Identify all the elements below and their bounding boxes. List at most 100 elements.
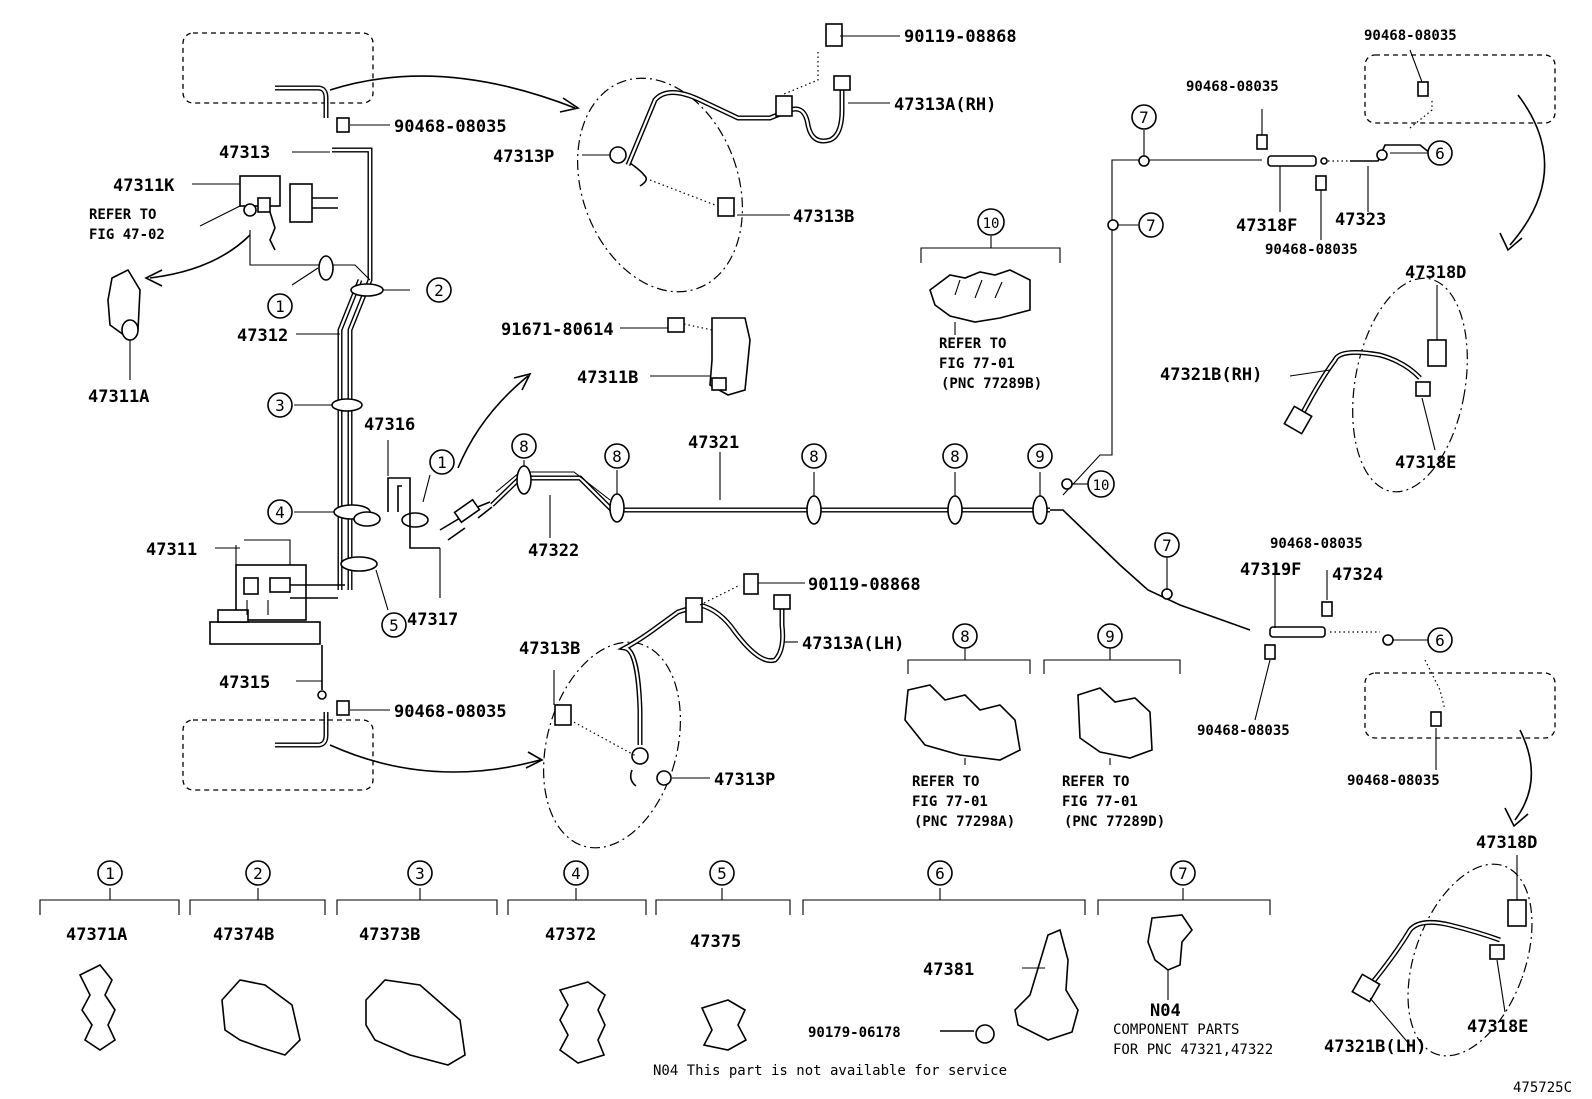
part-number-label: 47318E [1395,453,1456,473]
callout-number: 6 [1435,631,1445,650]
callout-number: 8 [960,627,970,646]
callout-number: 7 [1146,216,1156,235]
part-number-label: 90468-08035 [394,702,507,722]
callout-ring [429,449,455,475]
part-number-label: 90468-08035 [1197,723,1290,739]
part-number-label: 47313B [519,639,580,659]
part-number-label: 47313B [793,207,854,227]
refer-to-text: REFER TO [939,336,1006,352]
part-number-label: 47321B(RH) [1160,365,1262,385]
callout-ring [267,392,293,418]
refer-to-text: REFER TO [912,774,979,790]
part-number-label: 47318D [1476,833,1537,853]
part-number-label: 47311B [577,368,638,388]
part-number-label: 47371A [66,925,127,945]
part-number-label: 90468-08035 [1364,28,1457,44]
part-number-label: 90468-08035 [1270,536,1363,552]
part-number-label: 47373B [359,925,420,945]
callout-ring [97,860,123,886]
refer-to-text: (PNC 77298A) [914,814,1015,830]
part-number-label: 47311 [146,540,197,560]
refer-to-text: FIG 77-01 [939,356,1015,372]
part-number-label: 47313P [714,770,775,790]
callout-ring [1427,627,1453,653]
callout-ring [381,612,407,638]
part-number-label: 47311A [88,387,149,407]
part-number-label: 47375 [690,932,741,952]
callout-number: 3 [275,396,285,415]
callout-ring [426,277,452,303]
callout-ring [927,860,953,886]
part-number-label: 47318E [1467,1017,1528,1037]
callout-number: 10 [1093,478,1110,494]
callout-number: 9 [1105,627,1115,646]
callout-number: 4 [571,864,581,883]
callout-number: 7 [1178,864,1188,883]
callout-ring [977,208,1005,236]
callout-number: 8 [809,447,819,466]
part-number-label: 47321B(LH) [1324,1037,1426,1057]
callout-number: 8 [519,437,529,456]
callout-number: 4 [275,503,285,522]
callout-number: 3 [415,864,425,883]
callout-number: 1 [275,297,285,316]
part-number-label: 47313P [493,147,554,167]
part-number-label: 90468-08035 [394,117,507,137]
callout-number: 6 [1435,144,1445,163]
part-number-label: 47316 [364,415,415,435]
callout-number: 2 [434,281,444,300]
part-number-label: N04 [1150,1001,1181,1021]
callout-number: 6 [935,864,945,883]
callout-ring [1427,140,1453,166]
callout-ring [1097,623,1123,649]
callout-ring [1027,443,1053,469]
part-number-label: 47318F [1236,216,1297,236]
refer-to-text: FIG 47-02 [89,227,165,243]
part-number-label: 47313 [219,143,270,163]
figure-id: 475725C [1513,1080,1572,1096]
part-number-label: 90119-08868 [808,575,921,595]
callout-number: 8 [950,447,960,466]
part-number-label: 90468-08035 [1347,773,1440,789]
callout-number: 5 [717,864,727,883]
part-number-label: 47374B [213,925,274,945]
part-number-label: 47322 [528,541,579,561]
part-number-label: 90179-06178 [808,1025,901,1041]
callout-ring [942,443,968,469]
callout-ring [267,499,293,525]
callout-ring [1138,212,1164,238]
component-parts-note: COMPONENT PARTS [1113,1022,1239,1038]
callout-number: 10 [983,216,1000,232]
part-number-label: 47372 [545,925,596,945]
refer-to-text: FIG 77-01 [912,794,988,810]
callout-ring [604,443,630,469]
diagram-linework [39,23,1556,1066]
refer-to-text: REFER TO [1062,774,1129,790]
refer-to-text: FIG 77-01 [1062,794,1138,810]
part-number-label: 47313A(LH) [802,634,904,654]
callout-ring [709,860,735,886]
part-number-label: 47312 [237,326,288,346]
part-number-label: 47315 [219,673,270,693]
callout-ring [1154,532,1180,558]
part-number-label: 91671-80614 [501,320,614,340]
callout-ring [952,623,978,649]
part-number-label: 47381 [923,960,974,980]
callout-numbers: 1 2 3 4 5 1 8 8 8 8 9 10 10 7 7 6 7 6 8 … [105,108,1445,883]
callout-ring [1131,104,1157,130]
callout-ring [1087,470,1115,498]
refer-to-text: REFER TO [89,207,156,223]
callout-ring [245,860,271,886]
callout-number: 9 [1035,447,1045,466]
refer-to-text: (PNC 77289B) [941,376,1042,392]
callout-ring [267,293,293,319]
part-number-label: 47324 [1332,565,1383,585]
callout-ring [511,433,537,459]
part-number-label: 47323 [1335,210,1386,230]
callout-ring [563,860,589,886]
callout-ring [1170,860,1196,886]
part-labels: 90119-08868 47313A(RH) 47313P 47313B 904… [66,27,1572,1096]
callout-ring [801,443,827,469]
part-number-label: 47321 [688,433,739,453]
